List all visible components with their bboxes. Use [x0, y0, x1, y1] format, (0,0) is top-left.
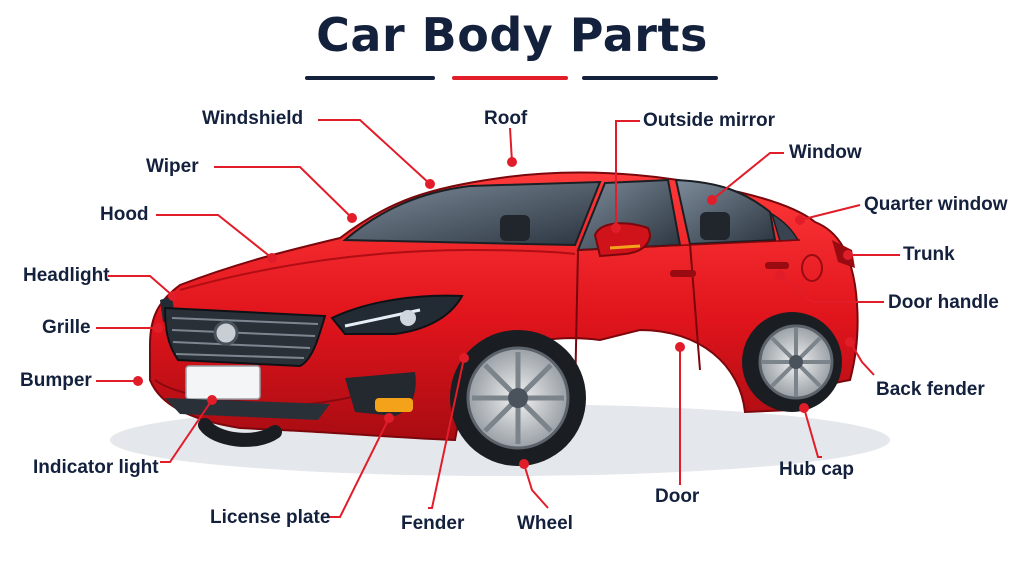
page-title: Car Body Parts [316, 8, 708, 62]
label-indicator-light: Indicator light [33, 457, 159, 478]
label-grille: Grille [42, 317, 91, 338]
label-roof: Roof [484, 108, 528, 129]
label-headlight: Headlight [23, 265, 110, 286]
label-windshield: Windshield [202, 108, 304, 129]
leader-lines [96, 119, 900, 518]
label-hood: Hood [100, 204, 149, 225]
label-license-plate: License plate [210, 507, 331, 528]
label-wiper: Wiper [146, 156, 199, 177]
side-mirror [593, 222, 651, 258]
label-window: Window [789, 142, 862, 163]
title-underline-right [582, 76, 718, 80]
label-trunk: Trunk [903, 244, 955, 265]
anchor-dots [133, 157, 855, 469]
label-back-fender: Back fender [876, 379, 985, 400]
label-bumper: Bumper [20, 370, 92, 391]
rear-wheel [742, 312, 842, 412]
label-door-handle: Door handle [888, 292, 999, 313]
title-underline-left [305, 76, 435, 80]
windshield-glass [342, 180, 602, 247]
front-door-handle [670, 270, 696, 277]
brand-badge [213, 320, 239, 346]
indicator-lamp [375, 398, 413, 412]
label-hub-cap: Hub cap [779, 459, 854, 480]
label-wheel: Wheel [517, 513, 573, 534]
label-door: Door [655, 486, 700, 507]
rear-door-handle [765, 262, 789, 269]
label-quarter-window: Quarter window [864, 194, 1008, 215]
license-plate-plate [185, 365, 261, 400]
label-fender: Fender [401, 513, 465, 534]
car-body [149, 171, 859, 442]
title-underline-center [452, 76, 568, 80]
label-outside-mirror: Outside mirror [643, 110, 775, 131]
front-wheel [450, 330, 586, 466]
